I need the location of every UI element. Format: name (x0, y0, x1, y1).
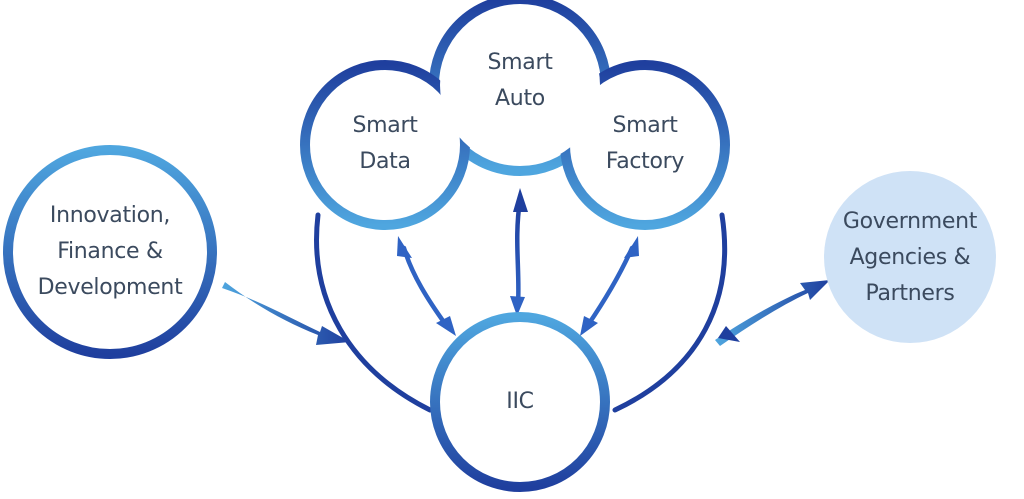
circle-government (824, 171, 996, 343)
label-line: Data (359, 149, 411, 174)
label-line: Partners (865, 281, 955, 306)
label-innovation: Innovation, Finance & Development (20, 190, 200, 314)
arrowhead-factory-top (624, 236, 639, 258)
arrow-innovation-to-iic (222, 282, 350, 345)
arrow-auto-iic (515, 197, 523, 308)
label-smart-auto: Smart Auto (455, 45, 585, 117)
arrowhead-data-bottom (436, 316, 456, 336)
arrowhead-auto-bottom (510, 296, 525, 316)
label-line: Finance & (57, 239, 163, 264)
label-iic: IIC (470, 384, 570, 420)
ring-smart-auto-inner (440, 5, 600, 165)
label-smart-factory: Smart Factory (580, 108, 710, 180)
label-line: IIC (506, 389, 534, 414)
arrow-iic-to-government (715, 280, 830, 346)
label-line: Agencies & (849, 245, 971, 270)
ring-iic (430, 312, 610, 492)
label-line: Smart (612, 113, 678, 138)
label-line: Innovation, (49, 203, 171, 228)
arrowhead-factory-bottom (580, 316, 598, 336)
label-line: Factory (605, 149, 685, 174)
left-outer-curve (314, 212, 433, 413)
arrow-data-iic (401, 245, 449, 328)
arrowhead-data-top (397, 236, 412, 258)
right-outer-curve (612, 212, 728, 413)
label-line: Government (842, 209, 978, 234)
arrowhead-auto-top (513, 188, 528, 212)
ring-innovation (3, 145, 217, 359)
label-government: Government Agencies & Partners (825, 202, 995, 314)
label-smart-data: Smart Data (325, 108, 445, 180)
ring-smart-data (300, 60, 470, 230)
arrowhead-into-iic-right (718, 326, 740, 342)
arrow-factory-iic (585, 245, 635, 328)
label-line: Smart (487, 50, 553, 75)
label-line: Auto (495, 86, 545, 111)
label-line: Smart (352, 113, 418, 138)
label-line: Development (37, 275, 183, 300)
